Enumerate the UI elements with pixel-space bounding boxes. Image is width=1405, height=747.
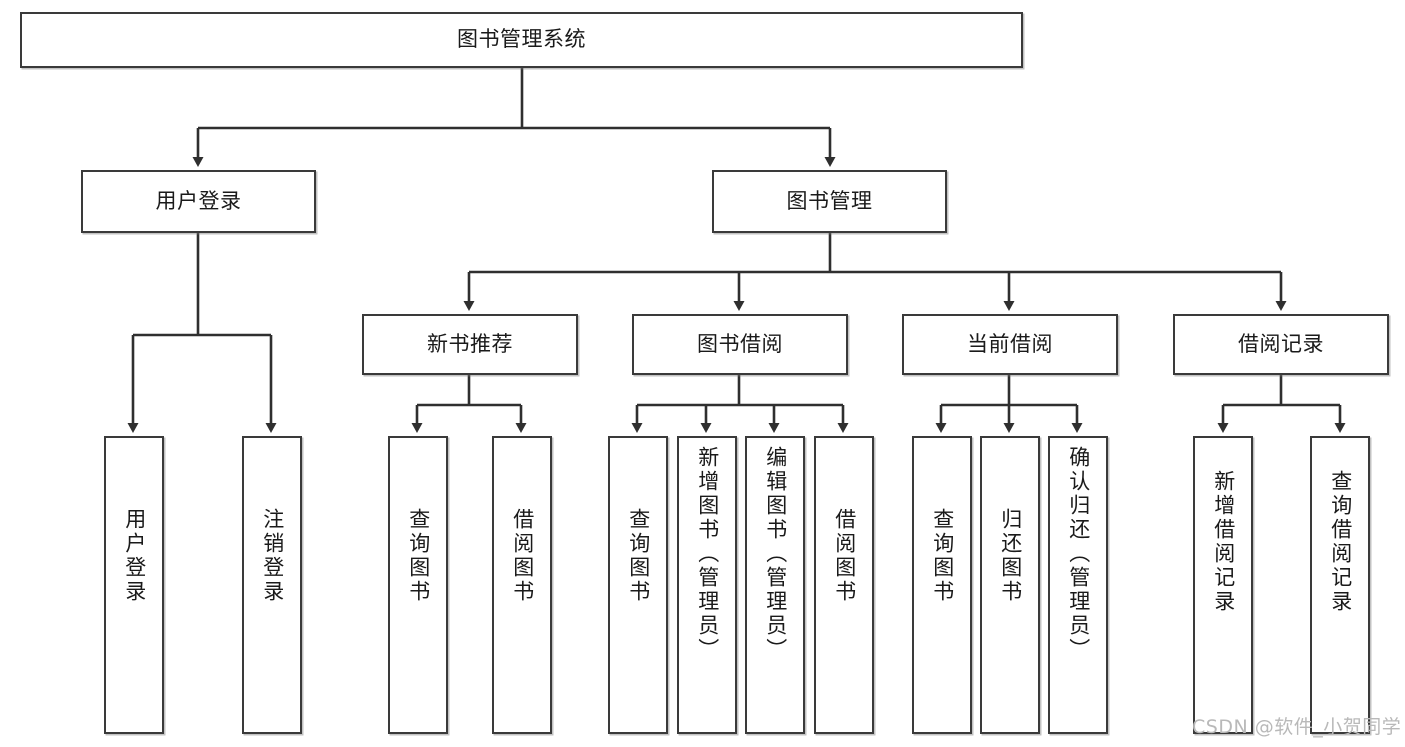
node-current-borrow[interactable]: 当前借阅 [902, 314, 1118, 375]
node-borrow-record-label: 借阅记录 [1238, 331, 1324, 356]
node-leaf-query-record[interactable]: 查询借阅记录 [1310, 436, 1370, 734]
node-leaf-add-book[interactable]: 新增图书（管理员） [677, 436, 737, 734]
edge-group-user-login [127, 233, 277, 433]
node-leaf-add-book-label: 新增图书（管理员） [695, 446, 720, 662]
node-borrow-record[interactable]: 借阅记录 [1173, 314, 1389, 375]
node-leaf-query-record-label: 查询借阅记录 [1328, 470, 1353, 614]
node-new-book-recommend-label: 新书推荐 [427, 331, 513, 356]
node-leaf-confirm-return-label: 确认归还（管理员） [1066, 446, 1091, 662]
node-leaf-query-book-1[interactable]: 查询图书 [388, 436, 448, 734]
node-leaf-add-record[interactable]: 新增借阅记录 [1193, 436, 1253, 734]
node-new-book-recommend[interactable]: 新书推荐 [362, 314, 578, 375]
node-leaf-borrow-book-2-label: 借阅图书 [832, 508, 857, 604]
node-leaf-confirm-return[interactable]: 确认归还（管理员） [1048, 436, 1108, 734]
node-leaf-query-book-3-label: 查询图书 [930, 508, 955, 604]
node-leaf-user-login-label: 用户登录 [122, 508, 147, 604]
node-leaf-user-login[interactable]: 用户登录 [104, 436, 164, 734]
node-leaf-query-book-1-label: 查询图书 [406, 508, 431, 604]
node-leaf-logout-login[interactable]: 注销登录 [242, 436, 302, 734]
node-leaf-borrow-book-1-label: 借阅图书 [510, 508, 535, 604]
watermark-text: CSDN @软件_小贺同学 [1192, 716, 1402, 738]
edge-group-current-borrow [935, 375, 1083, 433]
node-leaf-borrow-book-1[interactable]: 借阅图书 [492, 436, 552, 734]
node-leaf-add-record-label: 新增借阅记录 [1211, 470, 1236, 614]
node-root-label: 图书管理系统 [457, 27, 586, 52]
node-current-borrow-label: 当前借阅 [967, 331, 1053, 356]
edge-group-new-book-recommend [411, 375, 527, 433]
node-leaf-return-book-label: 归还图书 [998, 508, 1023, 604]
node-leaf-query-book-2-label: 查询图书 [626, 508, 651, 604]
node-user-login[interactable]: 用户登录 [81, 170, 316, 233]
node-book-management-label: 图书管理 [786, 188, 873, 213]
edge-group-root [192, 68, 836, 167]
node-user-login-label: 用户登录 [155, 188, 242, 213]
node-leaf-edit-book[interactable]: 编辑图书（管理员） [745, 436, 805, 734]
node-book-borrow[interactable]: 图书借阅 [632, 314, 848, 375]
node-leaf-logout-login-label: 注销登录 [260, 508, 285, 604]
edge-group-book-management [463, 233, 1287, 311]
node-root[interactable]: 图书管理系统 [20, 12, 1023, 68]
node-leaf-return-book[interactable]: 归还图书 [980, 436, 1040, 734]
node-book-borrow-label: 图书借阅 [697, 331, 783, 356]
edge-group-book-borrow [631, 375, 849, 433]
node-leaf-edit-book-label: 编辑图书（管理员） [763, 446, 788, 662]
edge-group-borrow-record [1217, 375, 1346, 433]
node-leaf-borrow-book-2[interactable]: 借阅图书 [814, 436, 874, 734]
node-book-management[interactable]: 图书管理 [712, 170, 947, 233]
node-leaf-query-book-2[interactable]: 查询图书 [608, 436, 668, 734]
node-leaf-query-book-3[interactable]: 查询图书 [912, 436, 972, 734]
